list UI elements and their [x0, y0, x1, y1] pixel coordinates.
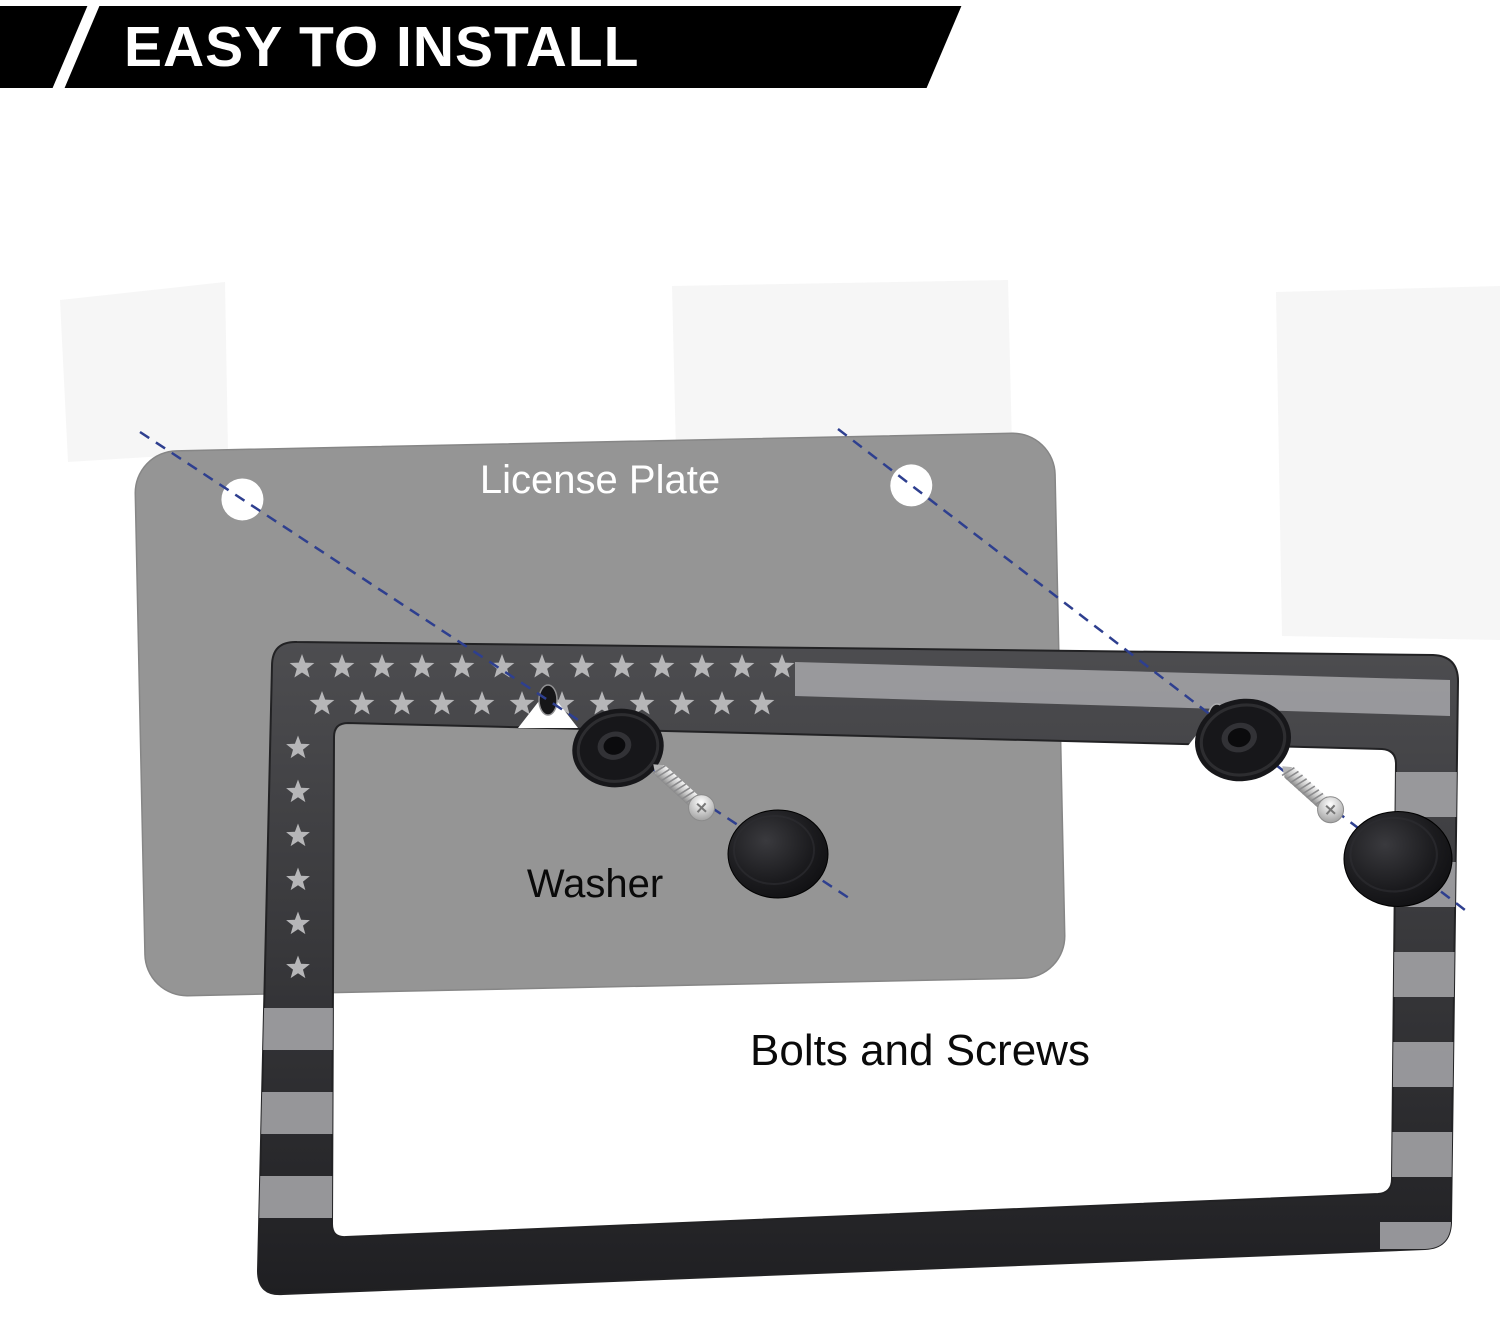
banner: EASY TO INSTALL [0, 0, 1000, 96]
license-plate-label: License Plate [479, 458, 721, 502]
bolt-cap-right [1342, 810, 1454, 908]
background-shapes [60, 280, 1500, 640]
flag-stripes [258, 662, 1458, 1249]
banner-title: EASY TO INSTALL [124, 15, 640, 79]
frame-screw-slot-left [538, 684, 558, 716]
plate-hole-right [890, 464, 933, 507]
banner-bar: EASY TO INSTALL [64, 6, 962, 88]
washer-label: Washer [526, 862, 664, 906]
alignment-dashes-left [139, 430, 853, 902]
bolts-and-screws-label: Bolts and Screws [750, 1026, 1090, 1075]
screw-right [1272, 755, 1350, 830]
bolt-cap-left [727, 809, 829, 899]
